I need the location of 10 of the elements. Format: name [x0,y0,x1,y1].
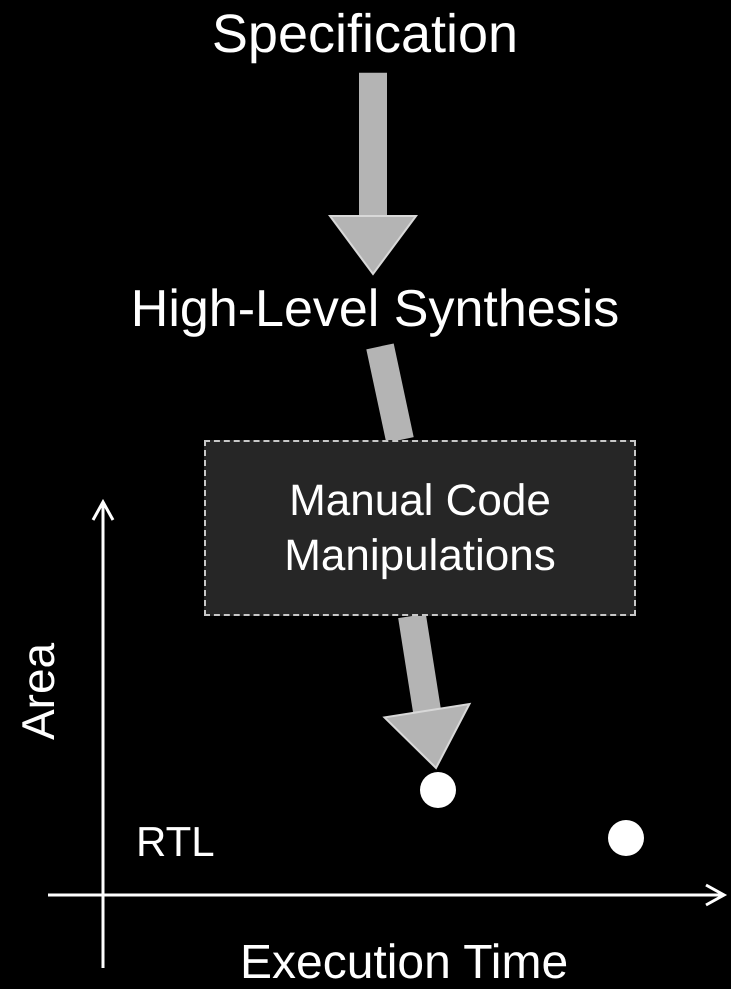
block-arrow [383,614,470,769]
stage-label: High-Level Synthesis [130,278,620,340]
data-point [608,820,644,856]
stage-label: Specification [212,2,518,67]
axis-title: Area [12,642,66,740]
process-box: Manual Code Manipulations [204,440,636,616]
block-arrow [329,72,417,275]
axis-title: Execution Time [240,935,568,989]
point-label: RTL [136,818,215,866]
data-point [420,772,456,808]
